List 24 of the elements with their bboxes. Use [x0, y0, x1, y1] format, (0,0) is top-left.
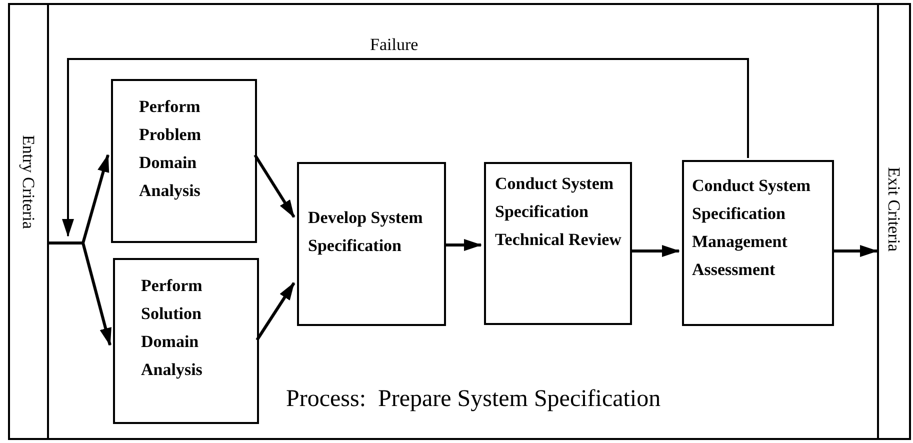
process-title: Process: Prepare System Specification	[286, 387, 661, 411]
step-label: Conduct System Specification Technical Review	[495, 173, 622, 251]
criteria-band	[877, 3, 911, 440]
step-label: Perform Problem Domain Analysis	[139, 96, 202, 202]
arrow	[444, 239, 482, 251]
criteria-label: Entry Criteria	[20, 135, 37, 229]
arrow	[832, 245, 878, 257]
edge-label: Failure	[368, 36, 420, 53]
process-frame	[47, 3, 879, 440]
process-box	[113, 258, 259, 424]
process-box	[111, 79, 257, 243]
arrow	[254, 154, 296, 218]
step-label: Conduct System Specification Management Assessment	[692, 175, 812, 281]
criteria-band	[8, 3, 49, 440]
process-box	[682, 160, 834, 326]
arrow	[47, 242, 112, 346]
step-label: Develop System Specification	[308, 207, 424, 257]
process-box	[297, 162, 446, 326]
criteria-label: Exit Criteria	[886, 167, 902, 252]
arrow	[630, 245, 680, 257]
arrow	[62, 58, 749, 237]
step-label: Perform Solution Domain Analysis	[141, 275, 204, 381]
process-box	[484, 162, 632, 325]
arrow	[256, 282, 296, 341]
